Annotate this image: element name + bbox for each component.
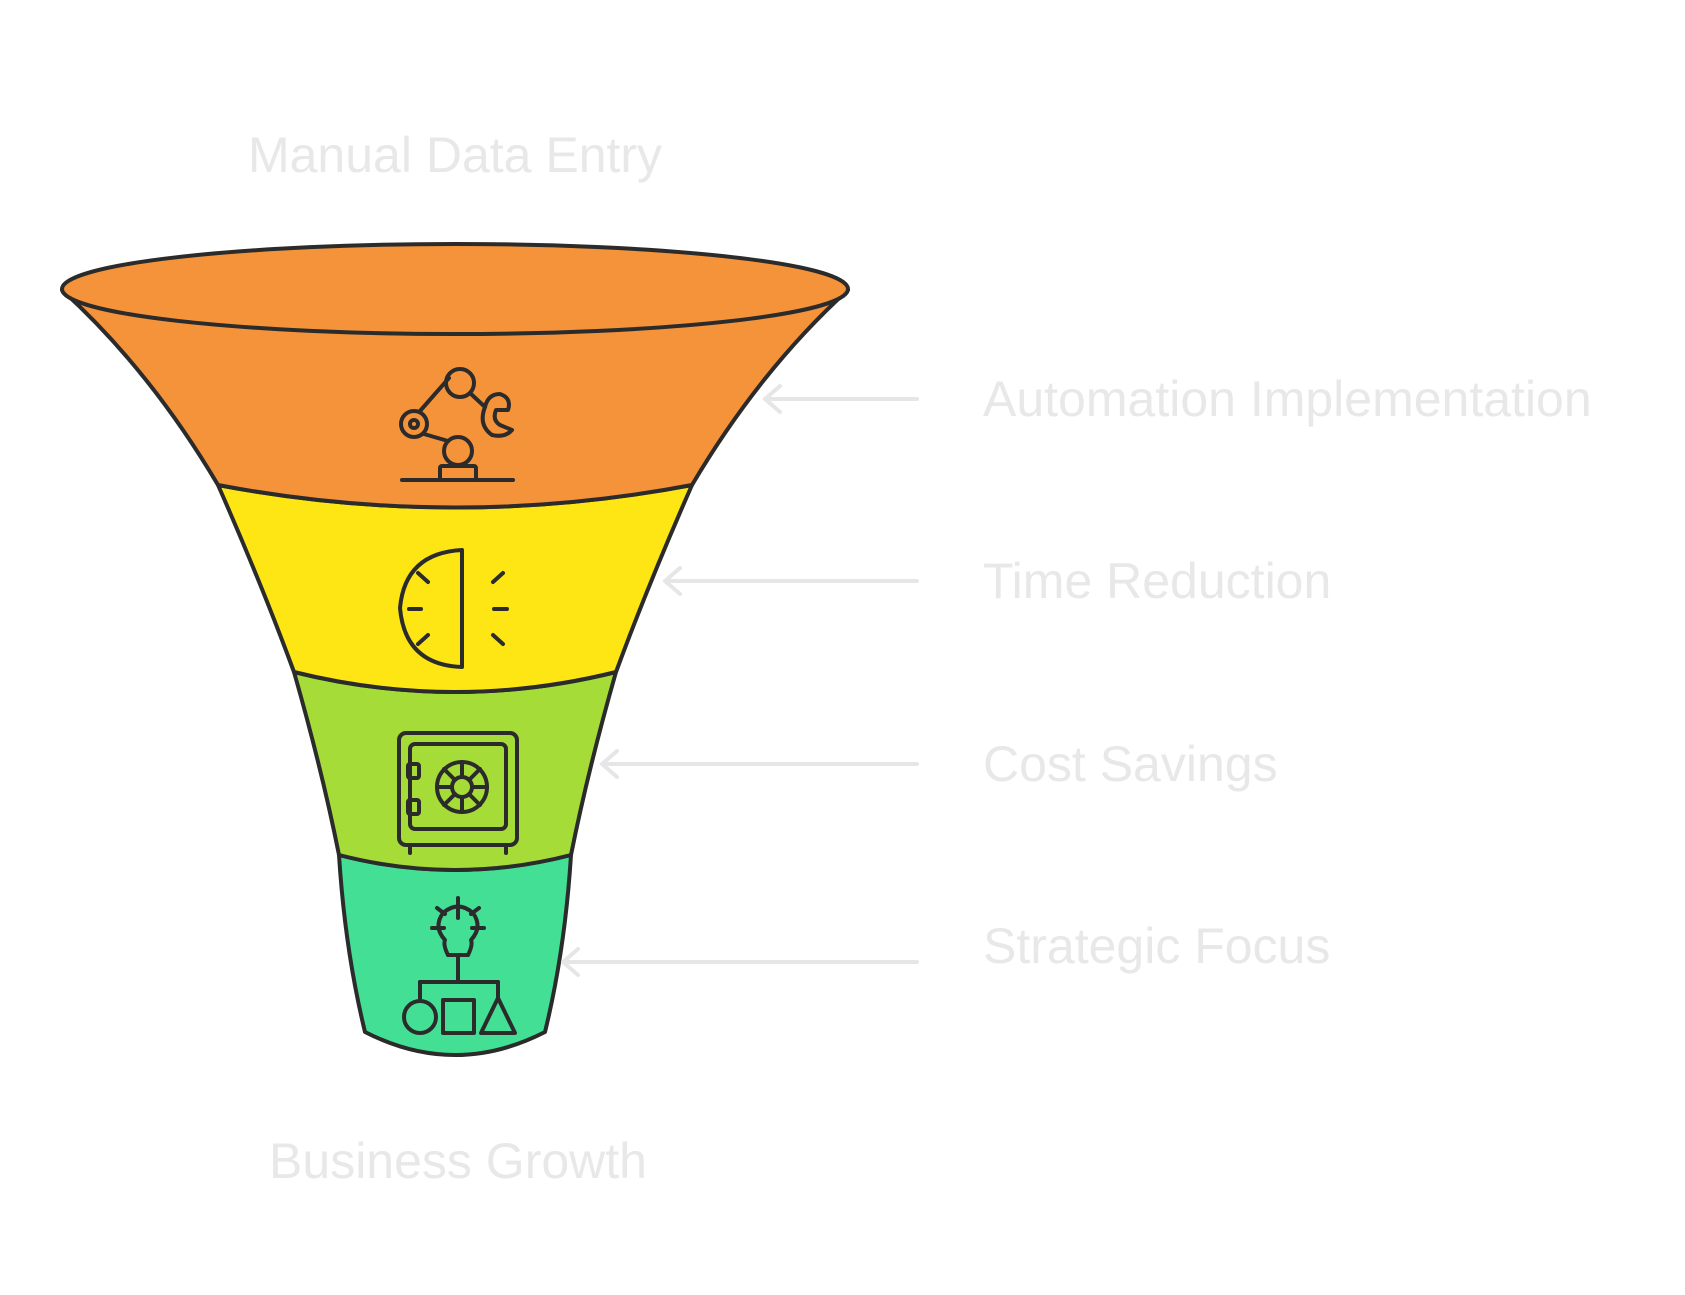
arrow-automation: [763, 384, 919, 414]
funnel-segment-cost-savings: [292, 670, 618, 872]
funnel-top-label: Manual Data Entry: [248, 127, 662, 183]
stage-arrows: [561, 384, 919, 977]
funnel-body: [60, 242, 850, 1057]
stage-label-automation: Automation Implementation: [983, 371, 1592, 427]
arrow-strategic-focus: [561, 947, 919, 977]
half-clock-icon: [398, 548, 509, 669]
safe-icon: [397, 731, 519, 855]
robotic-arm-icon: [399, 367, 515, 482]
stage-label-strategic-focus: Strategic Focus: [983, 918, 1330, 974]
idea-shapes-icon: [402, 896, 517, 1035]
arrow-time-reduction: [663, 566, 919, 596]
funnel-rim: [60, 242, 850, 336]
stage-label-cost-savings: Cost Savings: [983, 736, 1278, 792]
arrow-cost-savings: [600, 749, 919, 779]
stage-label-time-reduction: Time Reduction: [983, 553, 1331, 609]
funnel-segment-time-reduction: [216, 483, 694, 694]
funnel-bottom-label: Business Growth: [269, 1133, 647, 1189]
